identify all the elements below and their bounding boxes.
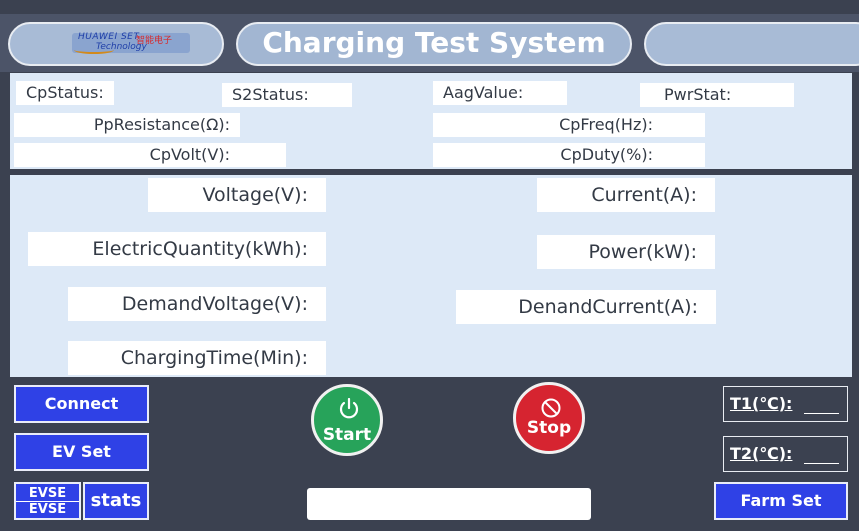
pp-resistance-label: PpResistance(Ω): [14, 113, 240, 137]
aag-value-label: AagValue: [433, 81, 567, 105]
t1-label: T1(℃): [730, 394, 793, 413]
logo-text-sub: Technology [96, 42, 147, 52]
current-label: Current(A): [537, 178, 715, 212]
logo-pill: HUAWEI SET 智能电子 Technology [8, 22, 224, 66]
stop-circle-icon [541, 398, 561, 418]
power-icon [339, 398, 359, 419]
connect-button[interactable]: Connect [14, 385, 149, 423]
page-title: Charging Test System [262, 26, 606, 59]
cp-duty-label: CpDuty(%): [433, 143, 705, 167]
demand-voltage-label: DemandVoltage(V): [68, 287, 326, 321]
status-panel: CpStatus: S2Status: AagValue: PwrStat: P… [10, 73, 852, 169]
ev-set-button[interactable]: EV Set [14, 433, 149, 471]
cp-volt-label: CpVolt(V): [14, 143, 286, 167]
start-label: Start [322, 425, 372, 445]
cp-status-label: CpStatus: [16, 81, 114, 105]
electric-quantity-label: ElectricQuantity(kWh): [28, 232, 326, 266]
s2-status-label: S2Status: [222, 83, 352, 107]
t1-readout: T1(℃): [723, 386, 848, 422]
voltage-label: Voltage(V): [148, 178, 326, 212]
company-logo: HUAWEI SET 智能电子 Technology [72, 32, 190, 54]
logo-text-cn: 智能电子 [136, 36, 173, 46]
t1-value-line [804, 413, 839, 414]
cp-freq-label: CpFreq(Hz): [433, 113, 705, 137]
stats-button[interactable]: stats [83, 482, 149, 520]
header-right-pill [644, 22, 859, 66]
t2-readout: T2(℃): [723, 436, 848, 472]
logo-swoosh [74, 46, 114, 54]
power-label: Power(kW): [537, 235, 715, 269]
farm-set-button[interactable]: Farm Set [714, 482, 848, 520]
message-box [307, 488, 591, 520]
title-bar: HUAWEI SET 智能电子 Technology Charging Test… [0, 14, 859, 72]
measurement-panel: Voltage(V): Current(A): ElectricQuantity… [10, 175, 852, 377]
pwr-stat-label: PwrStat: [640, 83, 794, 107]
stop-label: Stop [526, 418, 572, 438]
evse-top-label: EVSE [16, 486, 79, 502]
title-pill: Charging Test System [236, 22, 632, 66]
evse-bottom-label: EVSE [28, 502, 67, 517]
start-button[interactable]: Start [311, 384, 383, 456]
t2-value-line [804, 463, 839, 464]
charging-time-label: ChargingTime(Min): [68, 341, 326, 375]
t2-label: T2(℃): [730, 444, 793, 463]
logo-text: HUAWEI SET [78, 32, 140, 42]
stop-button[interactable]: Stop [513, 382, 585, 454]
demand-current-label: DenandCurrent(A): [456, 290, 716, 324]
evse-button[interactable]: EVSE EVSE [14, 482, 81, 520]
